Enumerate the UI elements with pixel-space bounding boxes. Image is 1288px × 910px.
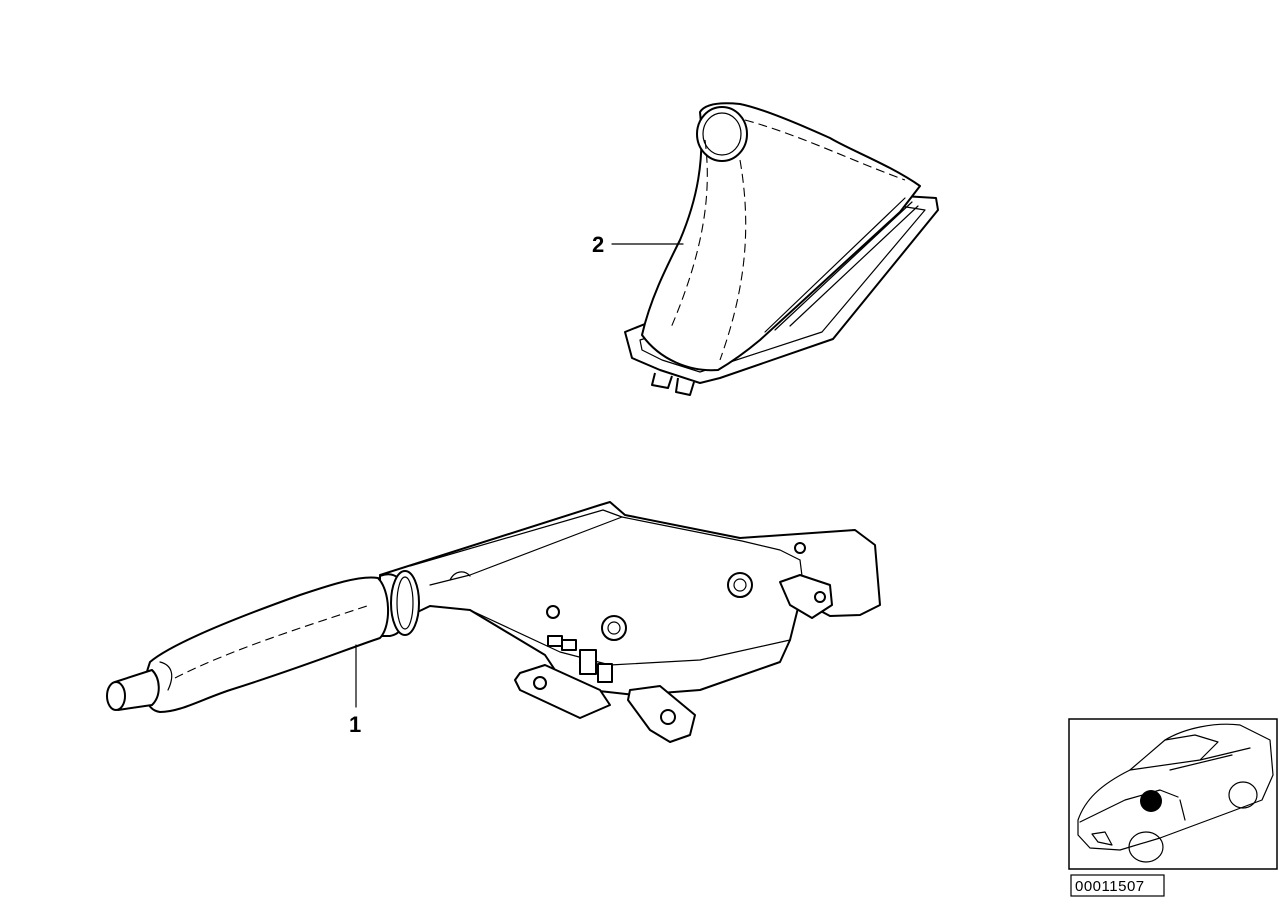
callout-1-label: 1	[349, 712, 361, 737]
reference-number: 00011507	[1075, 878, 1145, 895]
vehicle-location-inset	[1068, 718, 1278, 870]
location-marker	[1140, 790, 1162, 812]
part-1-handbrake-lever: 1	[106, 501, 881, 743]
reference-number-box: 00011507	[1070, 874, 1165, 897]
part-2-handbrake-boot: 2	[592, 102, 939, 396]
callout-2-label: 2	[592, 232, 604, 257]
